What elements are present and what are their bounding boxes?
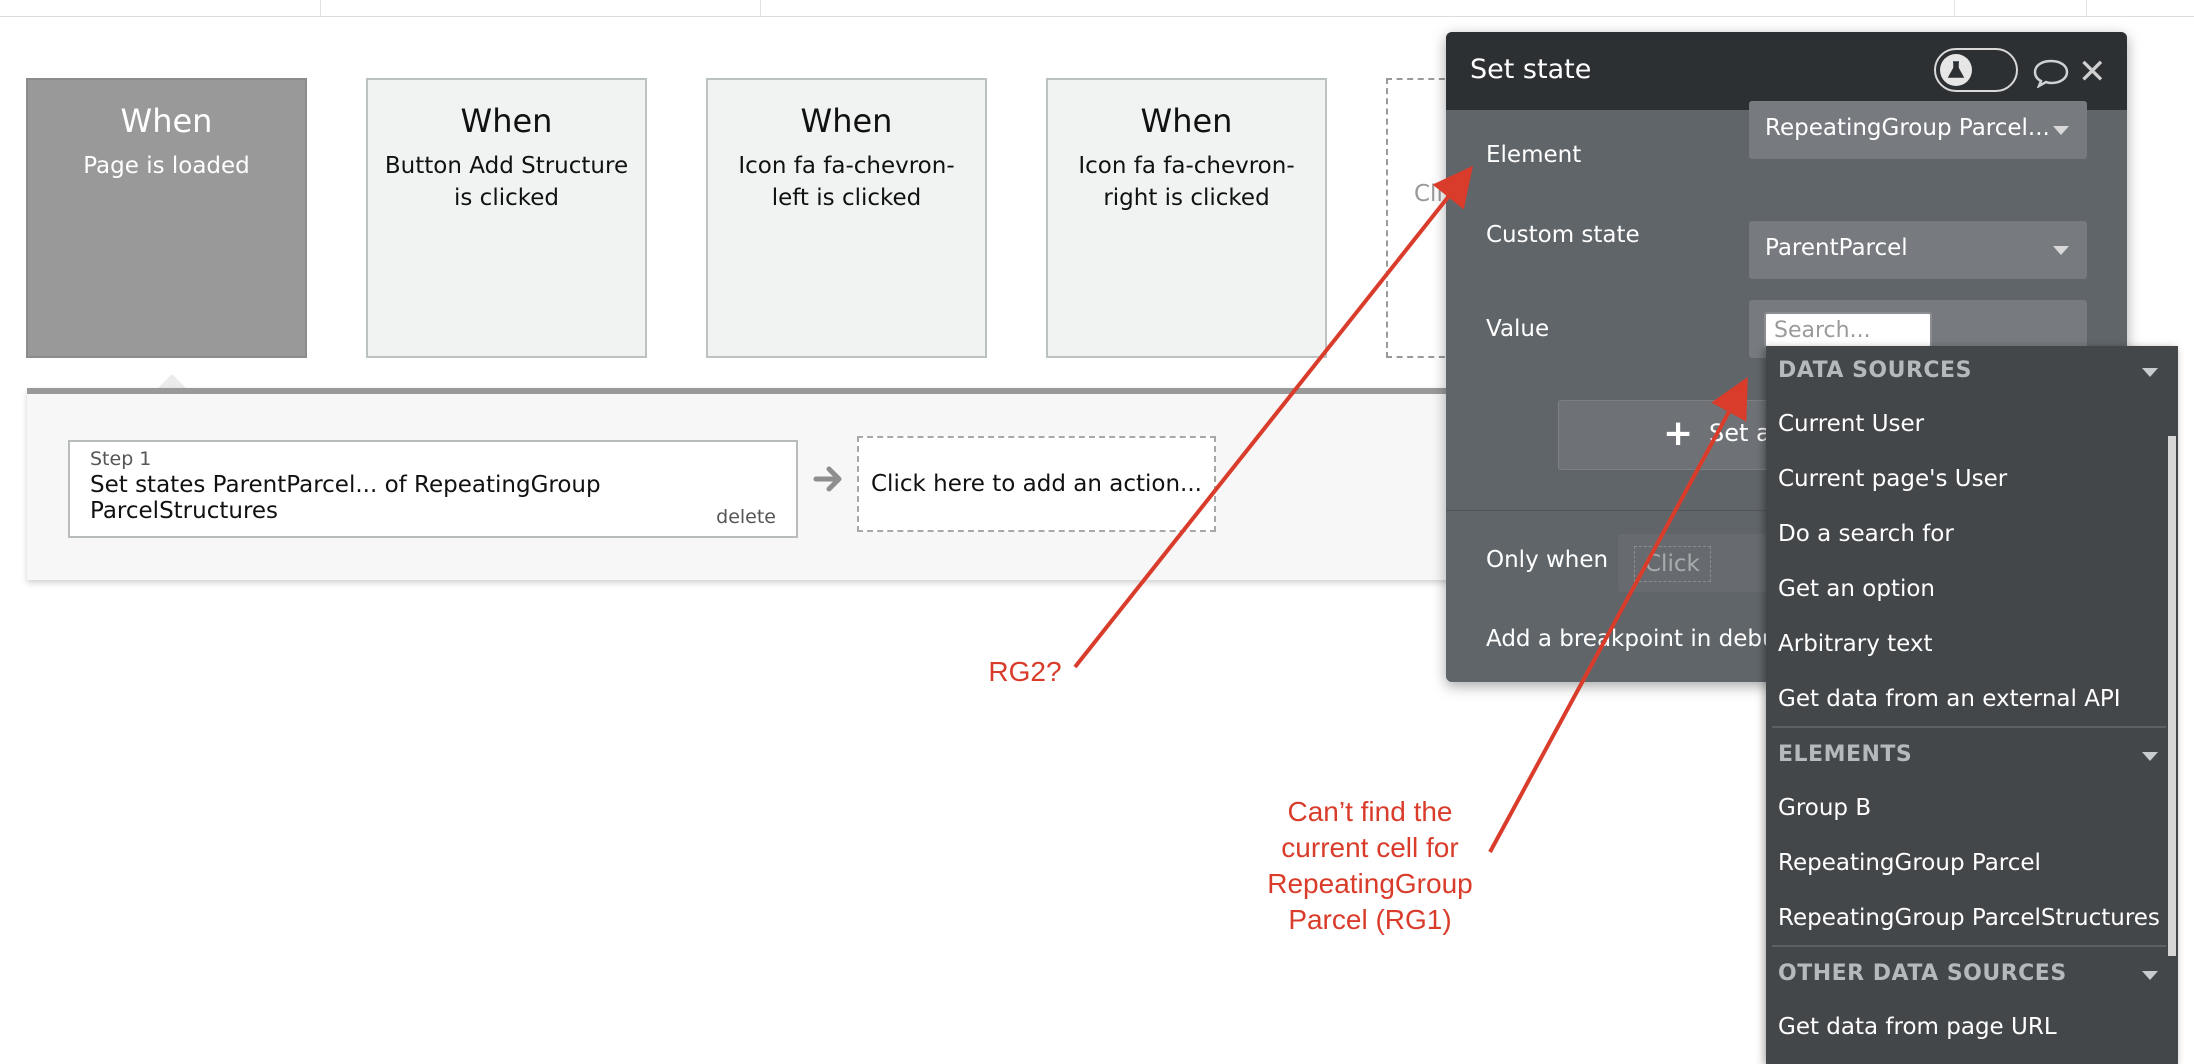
annotation-line: current cell for <box>1281 832 1459 863</box>
only-when-label: Only when <box>1486 547 1609 573</box>
dropdown-item-current-user[interactable]: Current User <box>1778 411 1925 437</box>
section-title: ELEMENTS <box>1778 742 1913 767</box>
only-when-input[interactable]: Click <box>1618 534 1768 592</box>
event-when-label: When <box>460 102 553 140</box>
annotation-rg2: RG2? <box>988 656 1062 687</box>
event-when-label: When <box>1140 102 1233 140</box>
dropdown-divider <box>1772 945 2166 947</box>
set-another-label: Set a <box>1709 419 1771 447</box>
custom-state-select[interactable]: ParentParcel <box>1749 221 2087 279</box>
event-description: Icon fa fa-chevron-right is clicked <box>1078 153 1295 211</box>
section-title: OTHER DATA SOURCES <box>1778 961 2067 986</box>
dropdown-item-arbitrary-text[interactable]: Arbitrary text <box>1778 631 1933 657</box>
toolbar-divider <box>2086 0 2087 16</box>
step-delete-link[interactable]: delete <box>716 506 776 528</box>
element-label: Element <box>1486 142 1582 168</box>
dropdown-item-do-a-search[interactable]: Do a search for <box>1778 521 1954 547</box>
close-icon[interactable]: ✕ <box>2078 52 2107 92</box>
event-card-add-structure[interactable]: When Button Add Structure is clicked <box>366 78 647 358</box>
element-select[interactable]: RepeatingGroup Parcel... <box>1749 101 2087 159</box>
plus-icon: + <box>1663 413 1694 454</box>
custom-state-label: Custom state <box>1486 222 1640 248</box>
dropdown-section-data-sources[interactable]: DATA SOURCES <box>1778 346 2158 396</box>
chevron-down-icon <box>2053 246 2069 255</box>
step-number: Step 1 <box>90 448 152 470</box>
step-text: Set states ParentParcel... of RepeatingG… <box>90 472 601 524</box>
preview-toggle[interactable] <box>1934 48 2018 92</box>
dropdown-divider <box>1772 726 2166 728</box>
dialog-header: Set state ✕ <box>1446 32 2127 110</box>
event-card-chevron-left[interactable]: When Icon fa fa-chevron-left is clicked <box>706 78 987 358</box>
event-card-chevron-right[interactable]: When Icon fa fa-chevron-right is clicked <box>1046 78 1327 358</box>
dropdown-section-elements[interactable]: ELEMENTS <box>1778 730 2158 780</box>
breakpoint-label[interactable]: Add a breakpoint in debu <box>1486 626 1777 652</box>
flask-icon-shape <box>1947 61 1965 78</box>
event-card-page-loaded[interactable]: When Page is loaded <box>26 78 307 358</box>
annotation-line: Can’t find the <box>1287 796 1453 827</box>
add-action-button[interactable]: Click here to add an action... <box>857 436 1216 532</box>
search-input[interactable] <box>1764 312 1932 348</box>
value-label: Value <box>1486 316 1550 342</box>
arrow-right-icon <box>813 466 842 492</box>
dropdown-item-get-an-option[interactable]: Get an option <box>1778 576 1936 602</box>
dropdown-section-other-data-sources[interactable]: OTHER DATA SOURCES <box>1778 949 2158 999</box>
only-when-placeholder: Click <box>1634 546 1711 582</box>
event-description: Page is loaded <box>83 153 250 179</box>
top-toolbar <box>0 0 2194 17</box>
dropdown-item-group-b[interactable]: Group B <box>1778 795 1872 821</box>
annotation-line: Parcel (RG1) <box>1288 904 1452 935</box>
section-title: DATA SOURCES <box>1778 358 1972 383</box>
flask-icon <box>1940 54 1972 86</box>
dialog-title: Set state <box>1470 54 1592 85</box>
dropdown-item-repeatinggroup-parcel[interactable]: RepeatingGroup Parcel <box>1778 850 2041 876</box>
annotation-cant-find: Can’t find the current cell for Repeatin… <box>1220 794 1520 938</box>
data-source-dropdown: DATA SOURCES Current User Current page's… <box>1766 346 2178 1064</box>
comment-icon[interactable] <box>2032 58 2070 88</box>
dropdown-scrollbar[interactable] <box>2168 436 2176 956</box>
chevron-down-icon <box>2142 368 2158 377</box>
dropdown-item-external-api[interactable]: Get data from an external API <box>1778 686 2121 712</box>
chevron-down-icon <box>2053 126 2069 135</box>
dropdown-item-page-url[interactable]: Get data from page URL <box>1778 1014 2057 1040</box>
toolbar-divider <box>320 0 321 16</box>
event-when-label: When <box>120 102 213 140</box>
element-select-value: RepeatingGroup Parcel... <box>1765 115 2050 141</box>
event-description: Icon fa fa-chevron-left is clicked <box>738 153 955 211</box>
custom-state-value: ParentParcel <box>1765 235 1908 261</box>
workflow-step-1[interactable]: Step 1 Set states ParentParcel... of Rep… <box>68 440 798 538</box>
event-when-label: When <box>800 102 893 140</box>
toolbar-divider <box>1954 0 1955 16</box>
chevron-down-icon <box>2142 971 2158 980</box>
active-event-pointer <box>156 374 188 390</box>
event-description: Button Add Structure is clicked <box>384 153 629 211</box>
dropdown-item-current-page-user[interactable]: Current page's User <box>1778 466 2008 492</box>
chevron-down-icon <box>2142 752 2158 761</box>
toolbar-divider <box>760 0 761 16</box>
dropdown-item-repeatinggroup-parcelstructures[interactable]: RepeatingGroup ParcelStructures <box>1778 905 2160 931</box>
annotation-line: RepeatingGroup <box>1267 868 1473 899</box>
